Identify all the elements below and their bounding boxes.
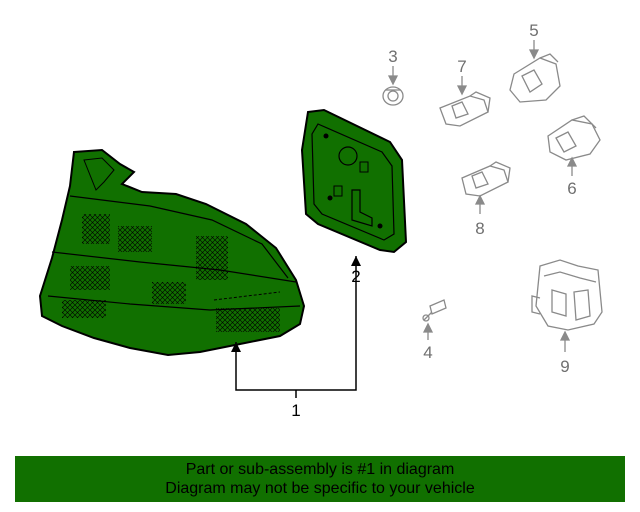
lamp-gasket[interactable] [300,108,408,254]
bracket-part[interactable] [531,259,603,352]
callout-leaders [231,256,361,398]
info-banner: Part or sub-assembly is #1 in diagram Di… [15,456,625,502]
screw-part[interactable] [422,299,447,340]
callout-2: 2 [351,267,360,286]
banner-line-2: Diagram may not be specific to your vehi… [165,480,475,497]
callout-8: 8 [475,219,484,238]
callout-7: 7 [457,57,466,76]
socket-part-5[interactable] [509,40,561,103]
grommet-part[interactable] [382,66,404,106]
banner-line-1: Part or sub-assembly is #1 in diagram [185,461,455,478]
socket-part-6[interactable] [547,115,601,176]
callout-6: 6 [567,179,576,198]
tail-lamp-assembly[interactable] [38,148,306,357]
callout-9: 9 [560,357,569,376]
callout-1: 1 [291,401,300,420]
bulb-part-7[interactable] [439,76,491,127]
callout-4: 4 [423,343,432,362]
callout-3: 3 [388,47,397,66]
bulb-part-8[interactable] [461,161,511,214]
callout-5: 5 [529,21,538,40]
